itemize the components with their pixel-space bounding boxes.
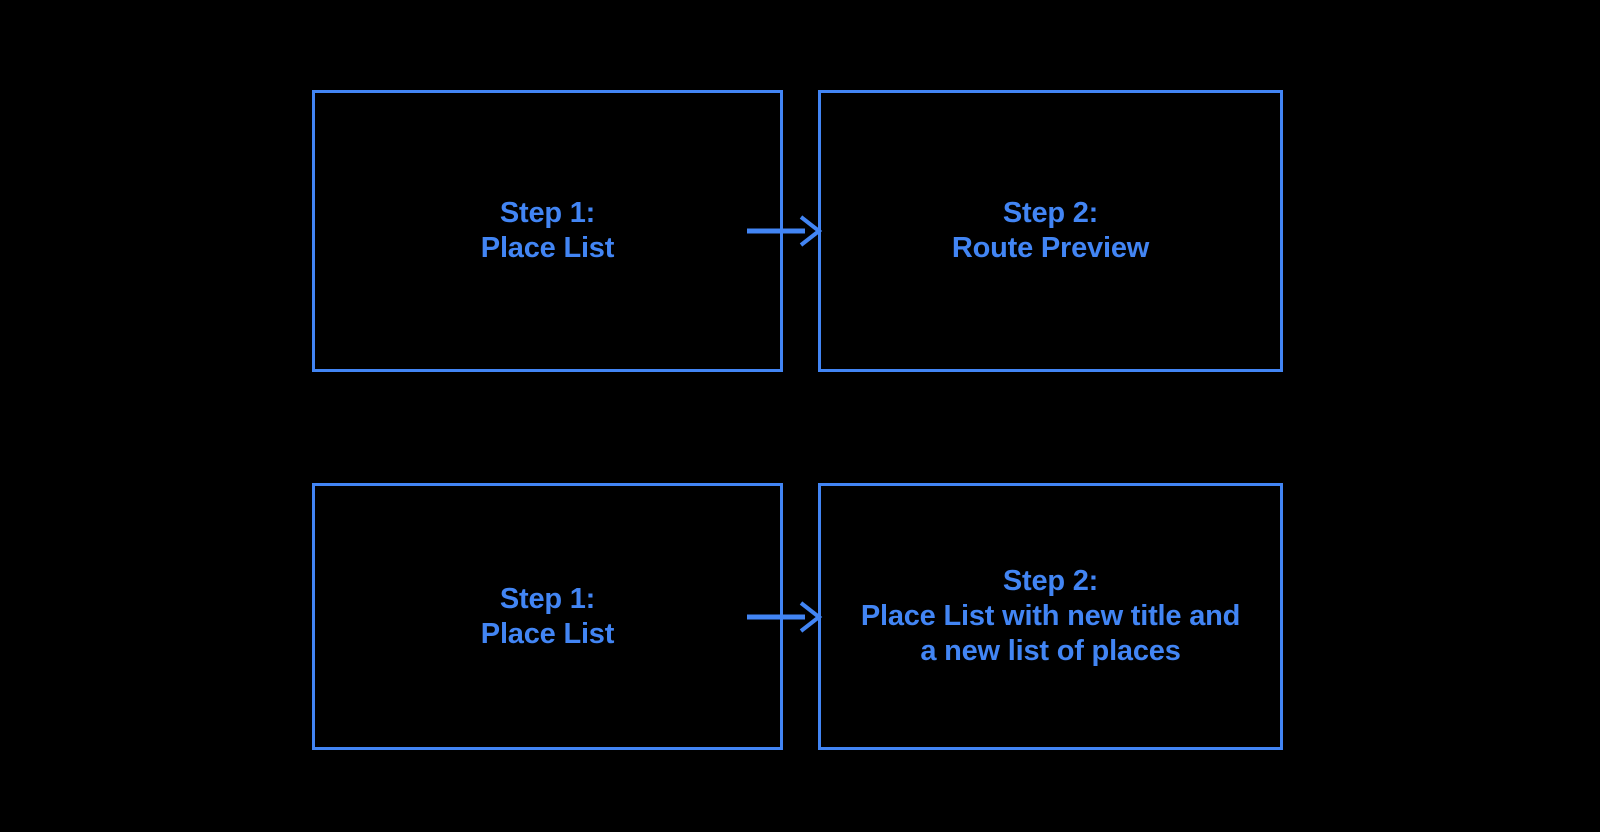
step-box-row1-step2[interactable]: Step 2: Place List with new title and a … — [818, 483, 1283, 750]
step-box-label: Step 1: Place List — [480, 582, 615, 650]
step-box-label: Step 2: Place List with new title and a … — [860, 565, 1241, 667]
step-box-row0-step1[interactable]: Step 1: Place List — [312, 90, 783, 372]
step-box-label: Step 1: Place List — [480, 197, 615, 264]
step-box-row1-step1[interactable]: Step 1: Place List — [312, 483, 783, 750]
flow-row-route-preview: Step 1: Place List Step 2: Route Preview — [0, 90, 1600, 372]
step-box-label: Step 2: Route Preview — [951, 197, 1150, 264]
step-box-row0-step2[interactable]: Step 2: Route Preview — [818, 90, 1283, 372]
flow-row-place-list-update: Step 1: Place List Step 2: Place List wi… — [0, 483, 1600, 750]
